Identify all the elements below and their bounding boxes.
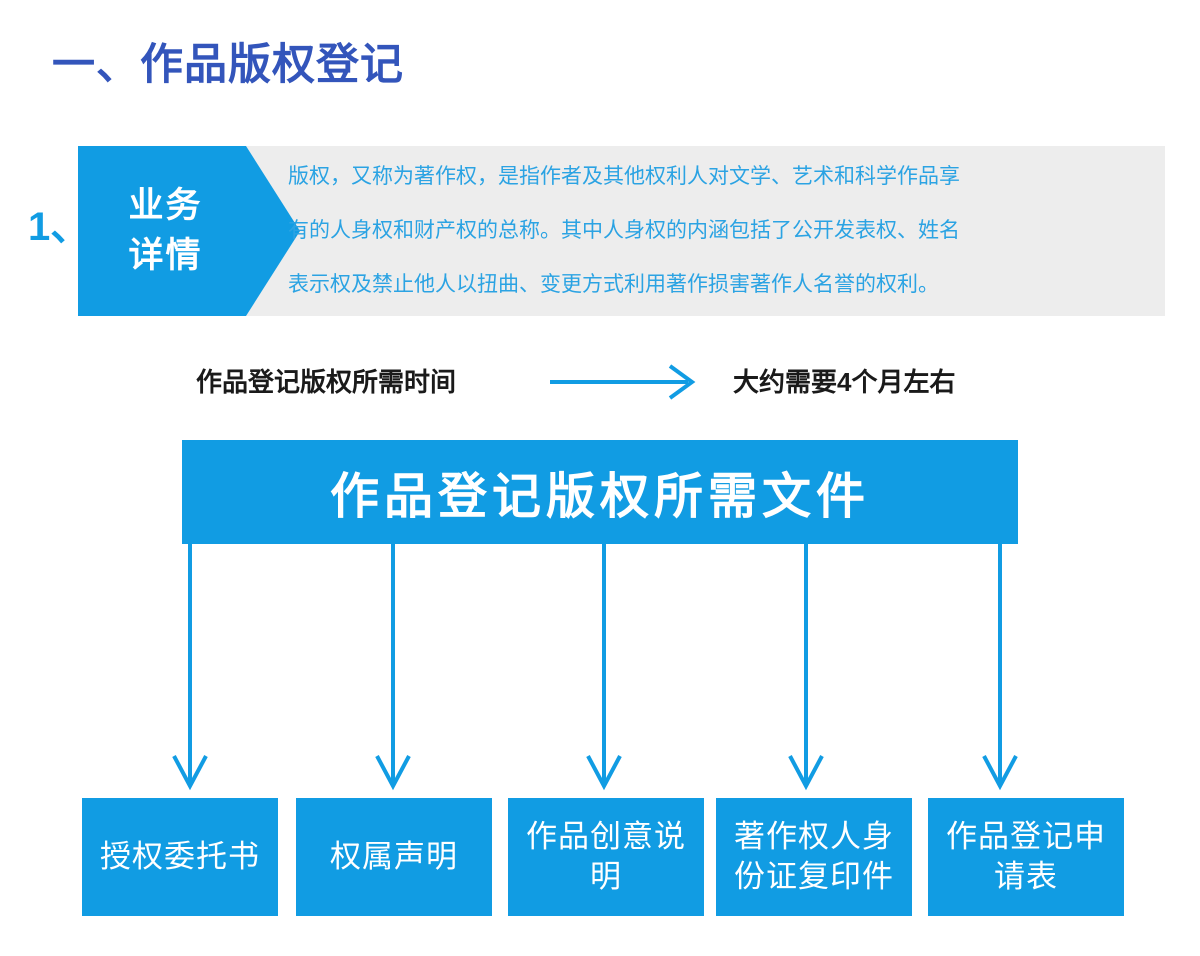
business-detail-tag-shape: [78, 146, 300, 316]
connector-arrowhead-icon: [375, 755, 411, 791]
connector-arrowhead-icon: [788, 755, 824, 791]
processing-time-value: 大约需要4个月左右: [733, 367, 956, 397]
processing-time-label: 作品登记版权所需时间: [196, 367, 457, 397]
required-documents-banner: 作品登记版权所需文件: [182, 440, 1018, 544]
connector-arrowhead-icon: [982, 755, 1018, 791]
processing-time-row: 作品登记版权所需时间 大约需要4个月左右: [0, 362, 1200, 404]
business-tag-line-1: 业务: [128, 186, 203, 226]
connector-arrowhead-icon: [586, 755, 622, 791]
paragraph-line: 版权，又称为著作权，是指作者及其他权利人对文学、艺术和科学作品享: [288, 165, 960, 188]
document-box-label: 作品登记申请表: [946, 819, 1106, 894]
business-detail-tag-label: 业务 详情: [78, 146, 253, 316]
document-box[interactable]: 作品登记申请表: [928, 798, 1124, 916]
document-box[interactable]: 授权委托书: [82, 798, 278, 916]
document-box-label: 权属声明: [330, 839, 458, 875]
document-box[interactable]: 权属声明: [296, 798, 492, 916]
document-box[interactable]: 作品创意说明: [508, 798, 704, 916]
business-tag-line-2: 详情: [128, 236, 203, 275]
document-box-label: 作品创意说明: [526, 819, 686, 894]
business-detail-paragraph: 版权，又称为著作权，是指作者及其他权利人对文学、艺术和科学作品享 有的人身权和财…: [288, 146, 1156, 316]
right-arrow-icon: [550, 364, 696, 400]
page-title: 一、作品版权登记: [52, 41, 404, 89]
document-box[interactable]: 著作权人身份证复印件: [716, 798, 912, 916]
document-box-label: 授权委托书: [100, 839, 260, 875]
connector-arrowhead-icon: [172, 755, 208, 791]
paragraph-line: 有的人身权和财产权的总称。其中人身权的内涵包括了公开发表权、姓名: [288, 219, 960, 242]
paragraph-line: 表示权及禁止他人以扭曲、变更方式利用著作损害著作人名誉的权利。: [288, 273, 939, 296]
document-box-label: 著作权人身份证复印件: [734, 819, 894, 894]
